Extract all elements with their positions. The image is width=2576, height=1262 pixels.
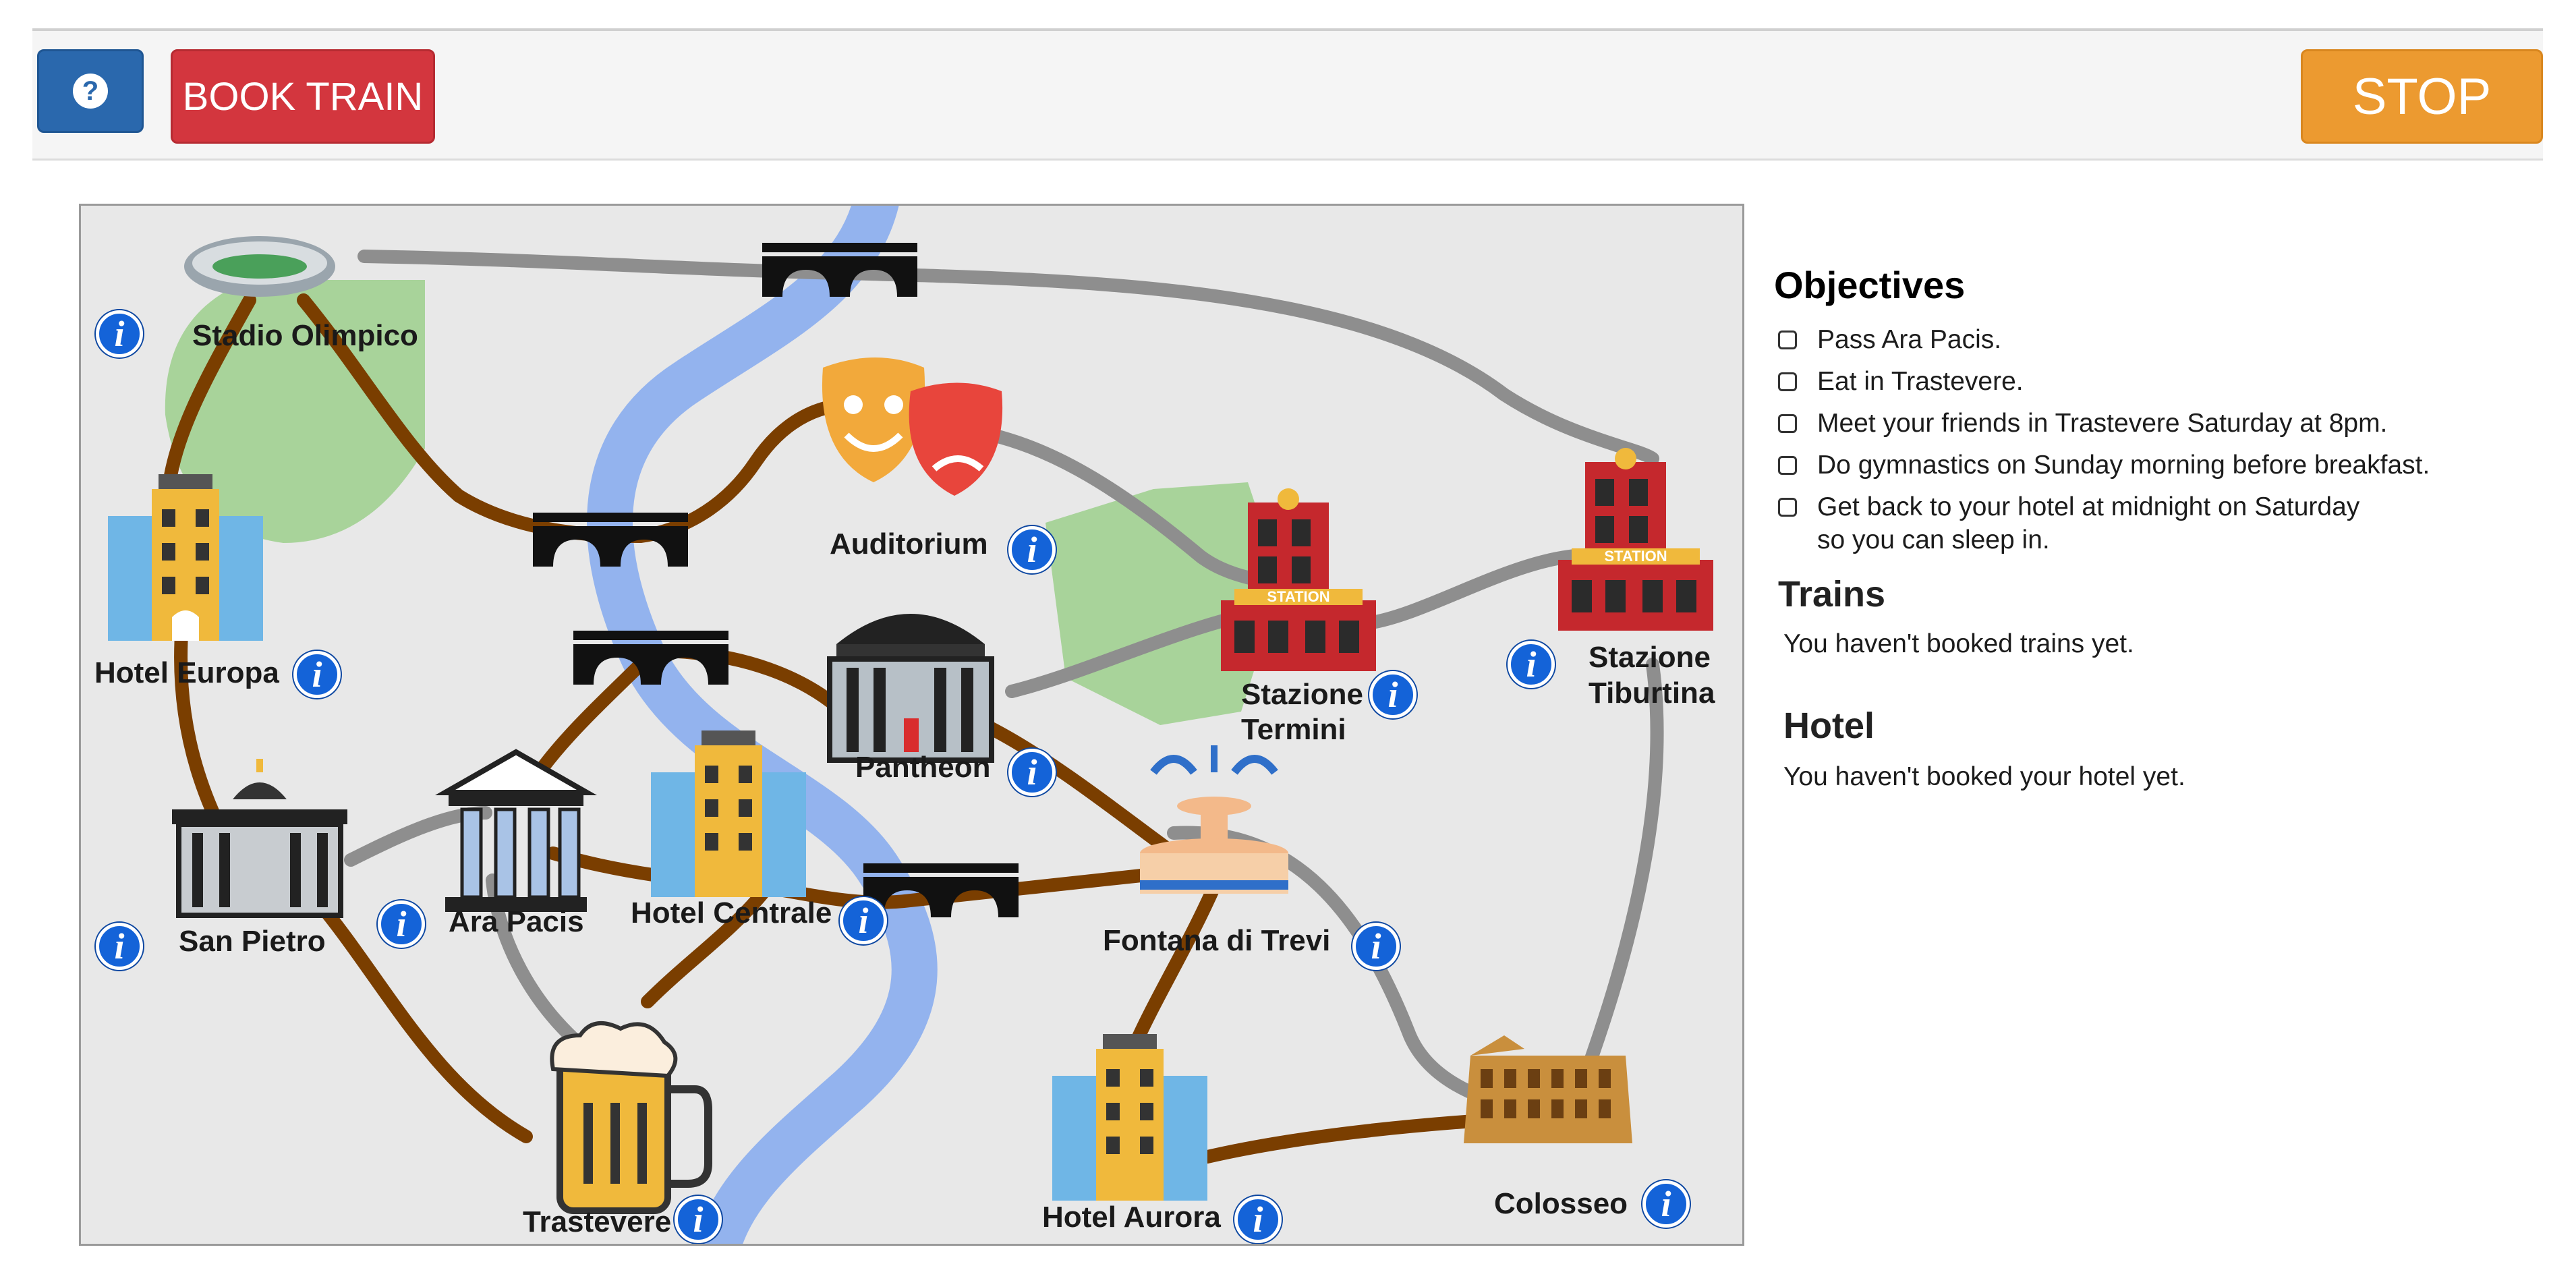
objective-text: Eat in Trastevere. bbox=[1817, 367, 2024, 396]
info-icon-san-pietro[interactable]: i bbox=[96, 923, 143, 970]
info-icon-fontana-di-trevi[interactable]: i bbox=[1352, 923, 1400, 970]
label-stazione-termini-line1: Stazione bbox=[1241, 678, 1363, 711]
hotel-status-text: You haven't booked your hotel yet. bbox=[1783, 762, 2185, 791]
label-fontana-di-trevi: Fontana di Trevi bbox=[1103, 924, 1331, 957]
label-colosseo: Colosseo bbox=[1494, 1187, 1628, 1220]
info-icon-auditorium[interactable]: i bbox=[1008, 526, 1056, 573]
label-stazione-tiburtina-line2: Tiburtina bbox=[1588, 677, 1715, 710]
objective-text: Do gymnastics on Sunday morning before b… bbox=[1817, 451, 2430, 480]
objective-item: Get back to your hotel at midnight on Sa… bbox=[1778, 491, 2430, 565]
grey-routes bbox=[344, 250, 1664, 1123]
svg-text:STATION: STATION bbox=[1604, 548, 1667, 565]
info-icon-stadio-olimpico[interactable]: i bbox=[96, 310, 143, 357]
objective-item: Eat in Trastevere. bbox=[1778, 366, 2430, 407]
info-icon-hotel-europa[interactable]: i bbox=[293, 651, 341, 698]
label-auditorium: Auditorium bbox=[830, 527, 988, 561]
objective-item: Pass Ara Pacis. bbox=[1778, 324, 2430, 366]
ara-pacis-icon bbox=[434, 749, 598, 912]
label-ara-pacis: Ara Pacis bbox=[449, 905, 584, 938]
map-drawing: STATION STATION bbox=[108, 206, 1713, 1244]
objective-text: Meet your friends in Trastevere Saturday… bbox=[1817, 409, 2388, 438]
objectives-heading: Objectives bbox=[1774, 264, 1966, 306]
svg-text:STATION: STATION bbox=[1267, 588, 1329, 605]
bridges bbox=[533, 243, 1019, 917]
stop-button[interactable]: STOP bbox=[2301, 49, 2543, 144]
label-stazione-tiburtina-line1: Stazione bbox=[1588, 641, 1711, 674]
objective-text: Get back to your hotel at midnight on Sa… bbox=[1817, 492, 2360, 521]
info-icon-hotel-centrale[interactable]: i bbox=[840, 897, 887, 944]
san-pietro-icon bbox=[172, 759, 347, 918]
hotel-centrale-icon bbox=[651, 730, 806, 897]
objective-checkbox[interactable] bbox=[1778, 372, 1797, 391]
brown-routes bbox=[162, 293, 1558, 1164]
info-icon-hotel-aurora[interactable]: i bbox=[1234, 1196, 1282, 1243]
label-hotel-europa: Hotel Europa bbox=[94, 656, 279, 689]
beer-mug-icon bbox=[550, 1021, 712, 1214]
objectives-list: Pass Ara Pacis. Eat in Trastevere. Meet … bbox=[1778, 324, 2430, 565]
objective-item: Meet your friends in Trastevere Saturday… bbox=[1778, 407, 2430, 449]
rome-map: STATION STATION bbox=[79, 204, 1744, 1246]
objective-text-continued: so you can sleep in. bbox=[1817, 525, 2050, 554]
objective-text: Pass Ara Pacis. bbox=[1817, 325, 2002, 354]
hotel-europa-icon bbox=[108, 474, 263, 641]
toolbar: ? BOOK TRAIN STOP bbox=[32, 28, 2543, 161]
label-san-pietro: San Pietro bbox=[179, 925, 326, 958]
hotel-aurora-icon bbox=[1052, 1034, 1207, 1201]
objective-checkbox[interactable] bbox=[1778, 498, 1797, 517]
fountain-icon bbox=[1140, 745, 1288, 894]
objective-checkbox[interactable] bbox=[1778, 331, 1797, 349]
objective-checkbox[interactable] bbox=[1778, 456, 1797, 475]
pantheon-icon bbox=[827, 614, 994, 763]
label-hotel-aurora: Hotel Aurora bbox=[1042, 1201, 1221, 1234]
info-icon-stazione-tiburtina[interactable]: i bbox=[1508, 641, 1555, 688]
theater-masks-icon bbox=[822, 357, 1003, 496]
info-icon-colosseo[interactable]: i bbox=[1642, 1180, 1690, 1228]
label-pantheon: Pantheon bbox=[855, 751, 991, 784]
label-trastevere: Trastevere bbox=[523, 1205, 672, 1238]
stadium-icon bbox=[184, 236, 335, 297]
hotel-heading: Hotel bbox=[1783, 706, 1874, 746]
station-tiburtina-icon: STATION bbox=[1558, 448, 1713, 631]
label-stadio-olimpico: Stadio Olimpico bbox=[192, 319, 418, 352]
label-stazione-termini-line2: Termini bbox=[1241, 713, 1346, 746]
objective-checkbox[interactable] bbox=[1778, 414, 1797, 433]
objective-item: Do gymnastics on Sunday morning before b… bbox=[1778, 449, 2430, 491]
help-button[interactable]: ? bbox=[37, 49, 144, 133]
trains-status-text: You haven't booked trains yet. bbox=[1783, 629, 2134, 658]
question-circle-icon: ? bbox=[73, 74, 108, 109]
station-termini-icon: STATION bbox=[1221, 488, 1376, 671]
colosseum-icon bbox=[1464, 1035, 1632, 1143]
info-icon-stazione-termini[interactable]: i bbox=[1369, 671, 1416, 718]
info-icon-ara-pacis[interactable]: i bbox=[378, 900, 425, 948]
book-train-button[interactable]: BOOK TRAIN bbox=[171, 49, 435, 144]
info-icon-pantheon[interactable]: i bbox=[1008, 749, 1056, 796]
info-icon-trastevere[interactable]: i bbox=[675, 1196, 722, 1243]
label-hotel-centrale: Hotel Centrale bbox=[631, 896, 832, 929]
trains-heading: Trains bbox=[1778, 574, 1886, 614]
